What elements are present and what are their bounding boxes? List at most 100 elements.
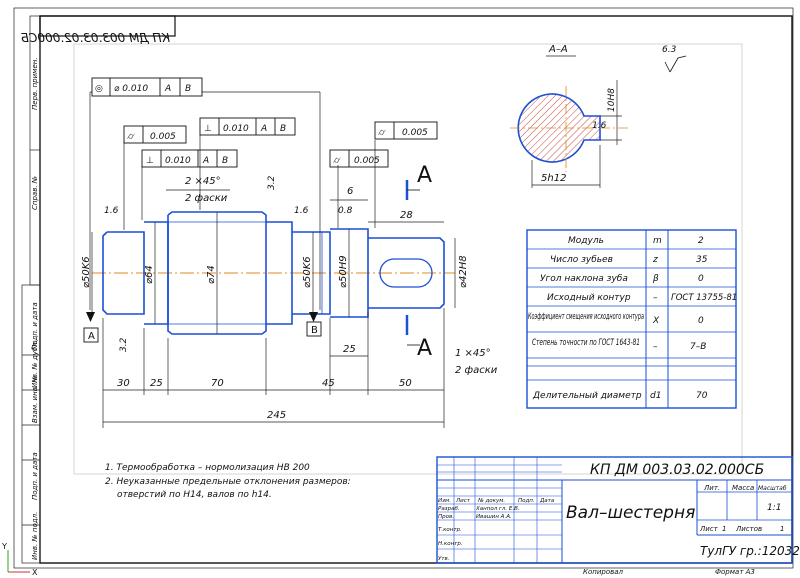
svg-text:0.010: 0.010 (223, 124, 249, 134)
svg-text:3.2: 3.2 (119, 337, 129, 352)
section-label: А–А (548, 44, 568, 55)
part-name: Вал–шестерня (566, 503, 695, 523)
chamfer-top: 2 ×45° (185, 176, 221, 187)
svg-text:Степень точности по ГОСТ 1643-: Степень точности по ГОСТ 1643-81 (532, 338, 640, 348)
svg-text:Т.контр.: Т.контр. (438, 527, 462, 533)
svg-text:⌀74: ⌀74 (206, 265, 217, 284)
svg-text:5h12: 5h12 (541, 173, 566, 184)
svg-text:30: 30 (117, 378, 130, 389)
gear-table: Модуль m 2 Число зубьев z 35 Угол наклон… (526, 229, 737, 409)
svg-text:0: 0 (698, 274, 704, 284)
svg-text:0.005: 0.005 (150, 132, 176, 142)
svg-text:Подп.: Подп. (518, 498, 535, 504)
svg-text:B: B (185, 84, 191, 94)
svg-text:2. Неуказанные предельные откл: 2. Неуказанные предельные отклонения раз… (105, 477, 351, 487)
svg-text:–: – (653, 293, 658, 303)
technical-notes: 1. Термообработка – нормолизация НВ 200 … (105, 463, 351, 500)
tolerance-frame-3: ⊥ 0.010 A B (141, 149, 238, 168)
dimension-texts: 2 ×45° 2 фаски 1 ×45° 2 фаски 1.6 1.6 0.… (81, 175, 498, 421)
svg-text:⌀50H9: ⌀50H9 (338, 255, 349, 288)
svg-text:Лит.: Лит. (703, 484, 720, 492)
svg-text:⊥: ⊥ (146, 156, 154, 166)
datum-markers: A B (83, 312, 322, 343)
view-frame (73, 43, 743, 475)
svg-text:Делительный диаметр: Делительный диаметр (532, 391, 642, 401)
side-label-4: Взам. инв. № (31, 375, 39, 423)
side-label-3: Инв. № дубл. (31, 340, 39, 388)
tolerance-frame-4: ⌭ 0.005 (329, 149, 389, 168)
svg-text:1.6: 1.6 (104, 206, 119, 216)
tolerance-frames: ◎ ⌀ 0.010 A B ⌭ 0.005 ⊥ 0.010 A B ⊥ (91, 77, 438, 168)
mirrored-doc-number-text: КП ДМ 003.03.02.000СБ (21, 31, 170, 45)
svg-text:⌭: ⌭ (333, 156, 341, 166)
svg-text:d1: d1 (650, 391, 661, 401)
svg-text:0: 0 (698, 316, 704, 326)
chamfer-bottom: 1 ×45° (455, 348, 491, 359)
svg-text:Н.контр.: Н.контр. (438, 541, 463, 547)
svg-text:Число зубьев: Число зубьев (550, 255, 613, 265)
svg-text:3.2: 3.2 (267, 175, 277, 190)
svg-text:отверстий по Н14, валов по h14: отверстий по Н14, валов по h14. (117, 490, 272, 500)
svg-text:Ивашин А.А.: Ивашин А.А. (476, 514, 512, 520)
svg-text:6: 6 (347, 186, 353, 197)
svg-text:Угол наклона зуба: Угол наклона зуба (540, 274, 628, 284)
svg-text:β: β (652, 274, 659, 284)
svg-text:Масса: Масса (732, 484, 754, 492)
shaft-drawing: А А (92, 163, 455, 361)
svg-text:Лист: Лист (699, 525, 719, 533)
svg-text:X: X (652, 316, 660, 326)
svg-text:2: 2 (698, 236, 704, 246)
svg-text:A: A (88, 331, 95, 342)
svg-text:⊥: ⊥ (204, 124, 212, 134)
svg-text:28: 28 (400, 210, 413, 221)
svg-text:X: X (32, 568, 38, 577)
svg-text:1:1: 1:1 (767, 503, 781, 513)
tolerance-frame-0: ◎ ⌀ 0.010 A B (91, 77, 203, 97)
svg-text:Ханпол гл. Е.В.: Ханпол гл. Е.В. (475, 506, 520, 512)
svg-text:Коэффициент смещения исходного: Коэффициент смещения исходного контура (528, 312, 644, 322)
svg-text:Исходный контур: Исходный контур (547, 293, 631, 303)
outer-frame (13, 7, 794, 569)
side-label-1: Справ. № (31, 176, 39, 210)
axis-indicator: Y X (1, 542, 38, 577)
dimension-lines (89, 91, 456, 428)
tolerance-frame-2: ⊥ 0.010 A B (199, 117, 296, 136)
doc-number: КП ДМ 003.03.02.000СБ (590, 462, 764, 478)
svg-text:0.8: 0.8 (338, 206, 353, 216)
svg-text:A: A (202, 156, 209, 166)
side-label-0: Перв. примен. (31, 57, 39, 110)
svg-text:Лист: Лист (455, 498, 471, 504)
svg-text:⌀42H8: ⌀42H8 (458, 255, 469, 288)
mirrored-doc-number: КП ДМ 003.03.02.000СБ (21, 15, 176, 45)
section-view: А–А 6.3 10H8 1.6 5h12 (510, 44, 687, 188)
svg-text:ГОСТ 13755-81: ГОСТ 13755-81 (671, 293, 737, 303)
svg-text:0.005: 0.005 (354, 156, 380, 166)
svg-text:7–В: 7–В (690, 342, 706, 352)
organization: ТулГУ гр.:120321 (700, 544, 800, 558)
svg-text:m: m (653, 236, 662, 246)
side-label-5: Подп. и дата (31, 452, 39, 500)
svg-text:⌭: ⌭ (378, 128, 386, 138)
svg-text:◎: ◎ (95, 84, 103, 94)
svg-text:25: 25 (150, 378, 163, 389)
side-strip: Перв. примен. Справ. № Подп. и дата Инв.… (21, 15, 41, 564)
side-label-2: Подп. и дата (31, 302, 39, 350)
svg-text:35: 35 (696, 255, 708, 265)
svg-text:A: A (260, 124, 267, 134)
svg-text:1.6: 1.6 (294, 206, 309, 216)
svg-text:№ докум.: № докум. (477, 498, 505, 504)
svg-text:–: – (653, 342, 658, 352)
svg-text:10H8: 10H8 (607, 88, 617, 112)
svg-text:z: z (652, 255, 658, 265)
svg-text:Y: Y (1, 542, 7, 551)
svg-text:Модуль: Модуль (568, 236, 604, 246)
tolerance-frame-5: ⌭ 0.005 (374, 121, 438, 140)
svg-text:50: 50 (399, 378, 412, 389)
svg-text:⌀50K6: ⌀50K6 (81, 256, 92, 288)
chamfer-bottom-note: 2 фаски (455, 365, 498, 376)
svg-text:25: 25 (343, 344, 356, 355)
svg-text:Масштаб: Масштаб (758, 485, 787, 492)
svg-text:45: 45 (322, 378, 335, 389)
svg-text:Изм.: Изм. (438, 498, 451, 504)
svg-text:Разраб.: Разраб. (438, 506, 460, 512)
